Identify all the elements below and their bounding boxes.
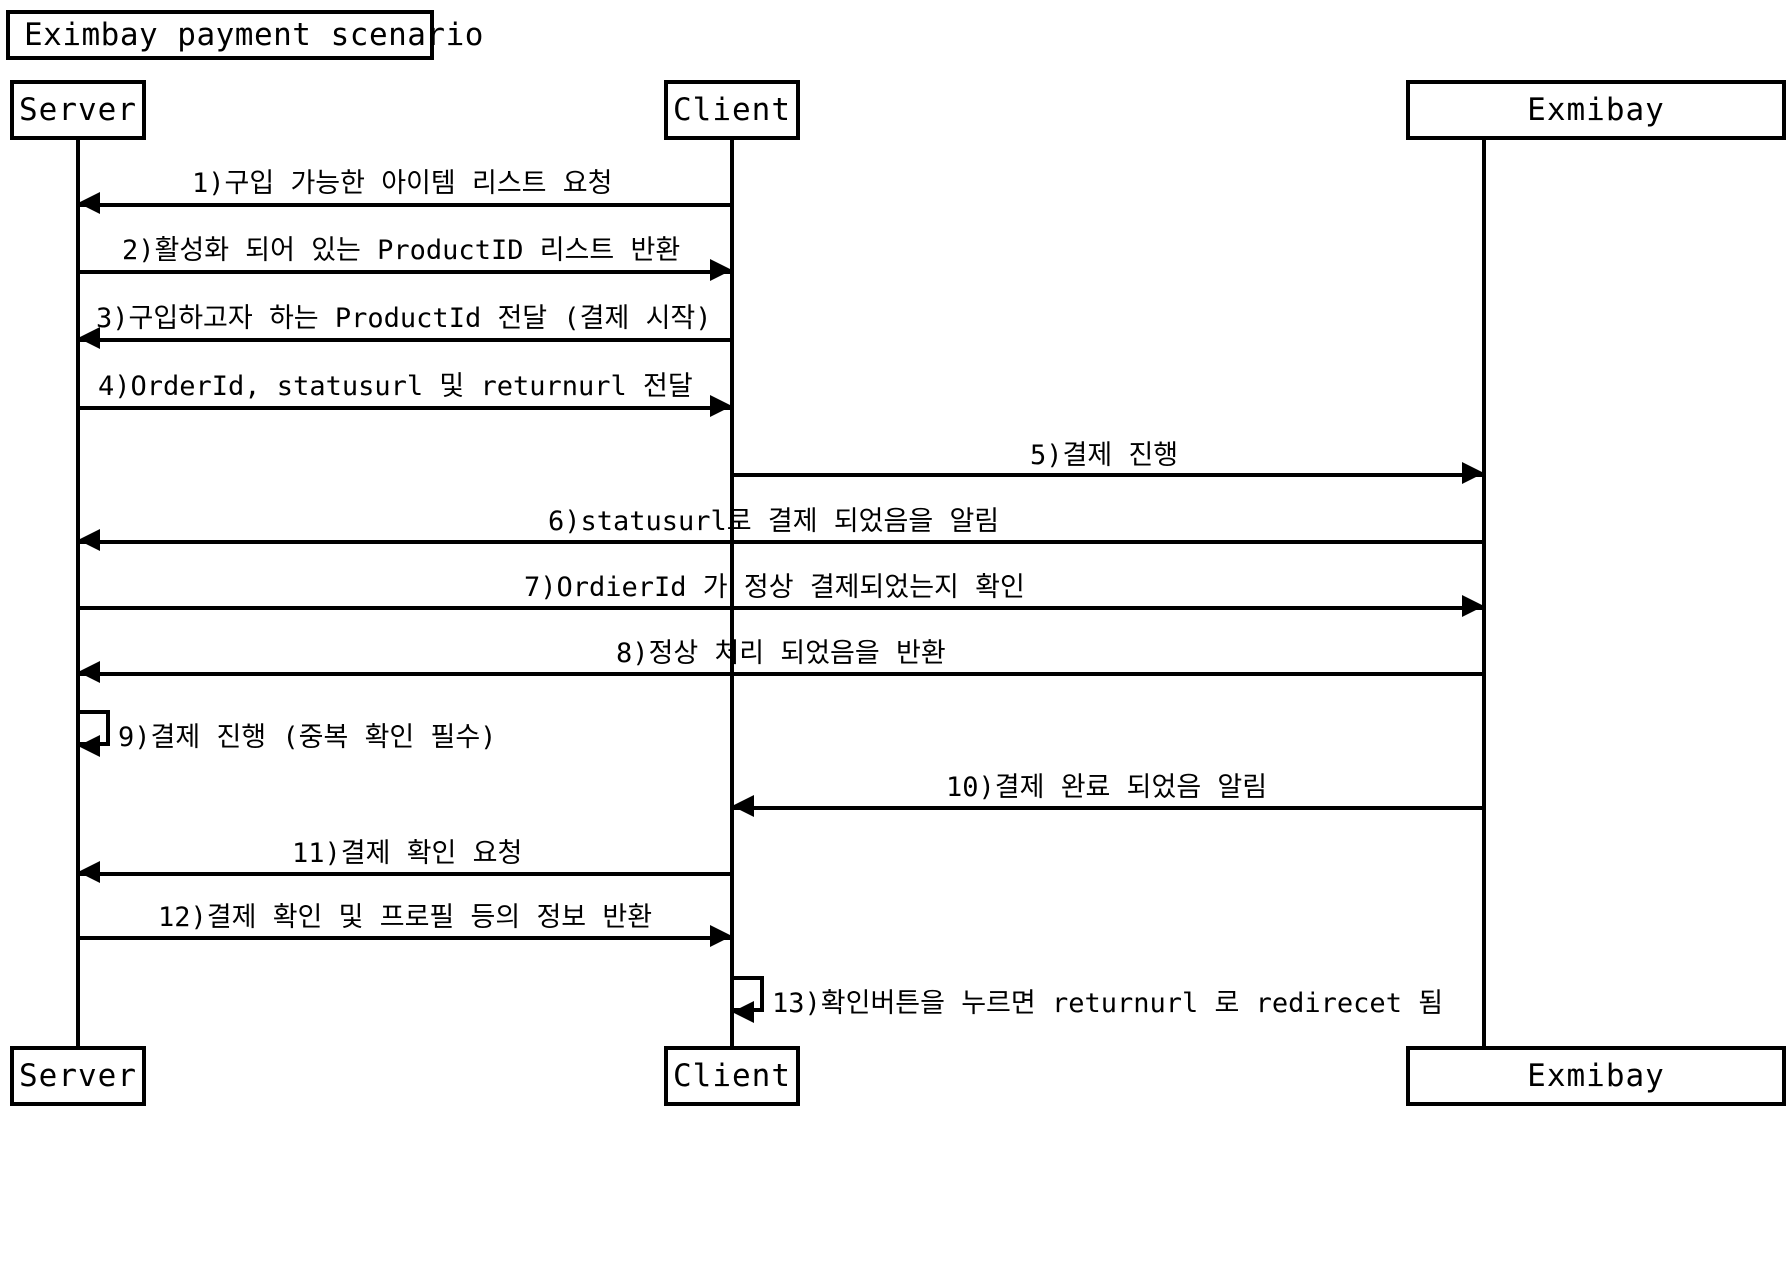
message-line-1 <box>80 203 732 207</box>
message-label-10: 10)결제 완료 되었음 알림 <box>946 772 1268 803</box>
participant-footer-label-eximbay: Exmibay <box>1527 1058 1665 1094</box>
message-label-3: 3)구입하고자 하는 ProductId 전달 (결제 시작) <box>96 303 712 334</box>
message-label-7: 7)OrdierId 가 정상 결제되었는지 확인 <box>524 572 1025 603</box>
message-arrowhead-3 <box>78 327 100 349</box>
lifeline-server <box>76 140 80 1046</box>
message-label-6: 6)statusurl로 결제 되었음을 알림 <box>548 506 1000 537</box>
message-arrowhead-6 <box>78 529 100 551</box>
message-line-10 <box>734 806 1484 810</box>
message-line-8 <box>80 672 1484 676</box>
message-line-5 <box>732 473 1484 477</box>
message-line-12 <box>78 936 730 940</box>
message-arrowhead-11 <box>78 861 100 883</box>
participant-footer-client[interactable]: Client <box>664 1046 800 1106</box>
diagram-title: Eximbay payment scenario <box>24 17 484 53</box>
message-arrowhead-12 <box>710 925 732 947</box>
message-label-11: 11)결제 확인 요청 <box>292 838 523 869</box>
participant-label-client: Client <box>673 92 791 128</box>
participant-footer-label-server: Server <box>19 1058 137 1094</box>
message-label-5: 5)결제 진행 <box>1030 440 1179 471</box>
message-label-2: 2)활성화 되어 있는 ProductID 리스트 반환 <box>122 235 681 266</box>
message-arrowhead-5 <box>1462 462 1484 484</box>
message-arrowhead-8 <box>78 661 100 683</box>
message-label-13: 13)확인버튼을 누르면 returnurl 로 redirecet 됨 <box>772 988 1444 1019</box>
message-arrowhead-7 <box>1462 595 1484 617</box>
message-line-2 <box>78 270 730 274</box>
participant-header-eximbay[interactable]: Exmibay <box>1406 80 1786 140</box>
message-line-6 <box>80 540 1484 544</box>
diagram-title-box: Eximbay payment scenario <box>6 10 483 60</box>
lifeline-client <box>730 140 734 1046</box>
message-arrowhead-9 <box>78 735 100 757</box>
participant-footer-server[interactable]: Server <box>10 1046 146 1106</box>
participant-label-eximbay: Exmibay <box>1527 92 1665 128</box>
message-label-1: 1)구입 가능한 아이템 리스트 요청 <box>192 168 613 199</box>
message-label-12: 12)결제 확인 및 프로필 등의 정보 반환 <box>158 902 653 933</box>
message-line-3 <box>80 338 732 342</box>
participant-header-client[interactable]: Client <box>664 80 800 140</box>
message-line-7 <box>78 606 1484 610</box>
participant-header-server[interactable]: Server <box>10 80 146 140</box>
message-arrowhead-4 <box>710 395 732 417</box>
lifeline-eximbay <box>1482 140 1486 1046</box>
message-arrowhead-1 <box>78 192 100 214</box>
message-line-11 <box>80 872 732 876</box>
participant-label-server: Server <box>19 92 137 128</box>
message-arrowhead-10 <box>732 795 754 817</box>
message-arrowhead-13 <box>732 1001 754 1023</box>
message-line-4 <box>78 406 730 410</box>
message-label-9: 9)결제 진행 (중복 확인 필수) <box>118 722 497 753</box>
participant-footer-eximbay[interactable]: Exmibay <box>1406 1046 1786 1106</box>
message-label-4: 4)OrderId, statusurl 및 returnurl 전달 <box>98 371 693 402</box>
message-label-8: 8)정상 처리 되었음을 반환 <box>616 638 946 669</box>
message-arrowhead-2 <box>710 259 732 281</box>
participant-footer-label-client: Client <box>673 1058 791 1094</box>
